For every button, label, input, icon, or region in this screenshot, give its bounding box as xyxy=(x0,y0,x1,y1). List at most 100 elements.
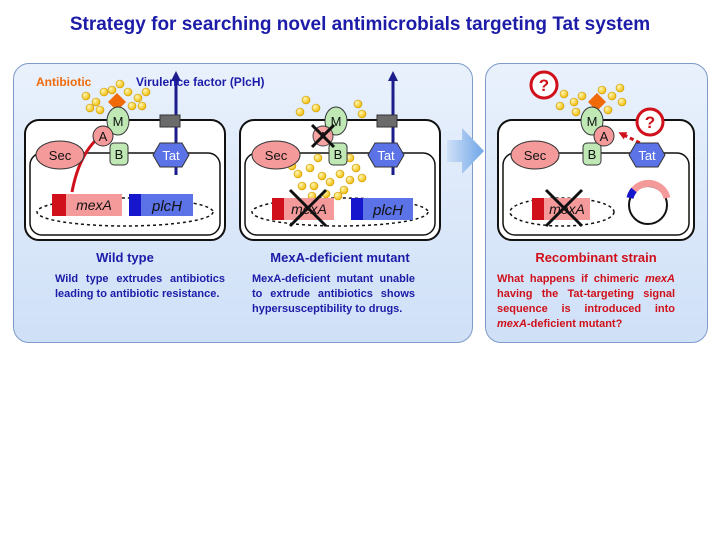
antibiotic-dot xyxy=(615,83,625,93)
antibiotic-dot xyxy=(133,93,143,103)
plch-protein xyxy=(376,114,398,128)
antibiotic-dot xyxy=(127,101,137,111)
antibiotic-dot xyxy=(295,107,305,117)
antibiotic-dot xyxy=(115,79,125,89)
sec-label: Sec xyxy=(524,148,547,163)
recombinant-proteins: Sec Tat M B A xyxy=(510,106,666,170)
antibiotic-dot xyxy=(325,177,335,187)
antibiotic-dot xyxy=(85,103,95,113)
description-text: having the Tat-targeting signal sequence… xyxy=(497,288,675,315)
antibiotic-dot xyxy=(123,87,133,97)
antibiotic-dot xyxy=(607,91,617,101)
antibiotic-icon xyxy=(588,93,606,111)
b-label: B xyxy=(115,147,124,162)
sec-translocon xyxy=(35,140,85,170)
mexa-gene-label: mexA xyxy=(76,197,112,213)
antibiotic-icon xyxy=(108,93,126,111)
mutant-cell xyxy=(239,119,441,241)
antibiotic-dot xyxy=(357,109,367,119)
antibiotic-dot xyxy=(555,101,565,111)
wt-plch-gene: plcH xyxy=(129,194,193,216)
antibiotic-dot xyxy=(297,181,307,191)
m-protein xyxy=(106,106,130,136)
deletion-cross-icon xyxy=(288,188,328,228)
plch-protein xyxy=(159,114,181,128)
antibiotic-dot xyxy=(571,107,581,117)
antibiotic-dot xyxy=(603,105,613,115)
question-mark: ? xyxy=(645,113,655,132)
tat-translocon xyxy=(152,142,190,168)
tat-signal-insert xyxy=(626,187,637,199)
recombinant-label: Recombinant strain xyxy=(535,250,657,265)
mutant-label: MexA-deficient mutant xyxy=(270,250,410,265)
b-protein xyxy=(328,142,348,166)
tat-label: Tat xyxy=(377,148,395,163)
deletion-cross-icon xyxy=(310,123,336,149)
antibiotic-dot xyxy=(577,91,587,101)
description-text: What happens if chimeric xyxy=(497,273,646,285)
antibiotic-dot xyxy=(301,95,311,105)
tat-label: Tat xyxy=(162,148,180,163)
antibiotic-dot xyxy=(317,171,327,181)
antibiotic-dot xyxy=(309,181,319,191)
description-gene: mexA xyxy=(645,273,675,285)
page-title: Strategy for searching novel antimicrobi… xyxy=(69,14,651,35)
m-label: M xyxy=(587,114,598,129)
antibiotic-dot xyxy=(311,103,321,113)
antibiotic-dot xyxy=(293,169,303,179)
antibiotic-label: Antibiotic xyxy=(36,75,92,89)
recombinant-description: What happens if chimeric mexA having the… xyxy=(497,272,675,332)
antibiotic-dot xyxy=(569,97,579,107)
antibiotic-dot xyxy=(351,163,361,173)
antibiotic-dot xyxy=(617,97,627,107)
antibiotic-dot xyxy=(345,175,355,185)
chromosome xyxy=(36,197,214,227)
antibiotic-dot xyxy=(357,173,367,183)
sec-translocon xyxy=(251,140,301,170)
description-text: -deficient mutant? xyxy=(526,318,623,330)
a-protein xyxy=(593,125,615,147)
wt-mexa-gene: mexA xyxy=(52,194,122,216)
a-label: A xyxy=(99,129,108,144)
antibiotic-dot xyxy=(353,99,363,109)
virulence-factor-label: Virulence factor (PlcH) xyxy=(136,75,265,89)
antibiotic-dot xyxy=(95,105,105,115)
tat-targeting-arrow xyxy=(618,132,647,148)
mutant-description: MexA-deficient mutant unable to extrude … xyxy=(252,273,415,315)
antibiotic-dot xyxy=(333,191,343,201)
a-label: A xyxy=(600,129,609,144)
sec-translocon xyxy=(510,140,560,170)
tat-translocon xyxy=(367,142,405,168)
antibiotic-dot xyxy=(339,185,349,195)
antibiotic-dot xyxy=(81,91,91,101)
wild-type-label: Wild type xyxy=(96,250,154,265)
plch-gene-label: plcH xyxy=(151,198,182,215)
b-label: B xyxy=(588,147,597,162)
m-label: M xyxy=(331,114,342,129)
antibiotic-dot xyxy=(107,85,117,95)
b-label: B xyxy=(334,147,343,162)
wild-type-description: Wild type extrudes antibiotics leading t… xyxy=(55,273,225,300)
antibiotic-dot xyxy=(335,169,345,179)
deletion-cross-icon xyxy=(544,188,584,228)
wild-type-cell xyxy=(24,119,226,241)
question-icon: ? xyxy=(529,70,559,100)
wt-proteins: Sec Tat M B A xyxy=(35,106,190,170)
antibiotic-dot xyxy=(99,87,109,97)
b-protein xyxy=(109,142,129,166)
antibiotic-dot xyxy=(141,87,151,97)
tat-translocon xyxy=(628,142,666,168)
a-protein xyxy=(92,125,114,147)
antibiotic-dot xyxy=(91,97,101,107)
recombinant-mexa-gene: mexA xyxy=(532,188,590,228)
antibiotic-dot xyxy=(305,163,315,173)
antibiotic-dot xyxy=(313,153,323,163)
mutant-plch-gene: plcH xyxy=(351,198,413,220)
m-label: M xyxy=(113,114,124,129)
transition-arrow xyxy=(447,128,484,174)
tat-label: Tat xyxy=(638,148,656,163)
b-protein xyxy=(582,142,602,166)
antibiotic-dot xyxy=(137,101,147,111)
question-icon: ? xyxy=(635,107,665,137)
